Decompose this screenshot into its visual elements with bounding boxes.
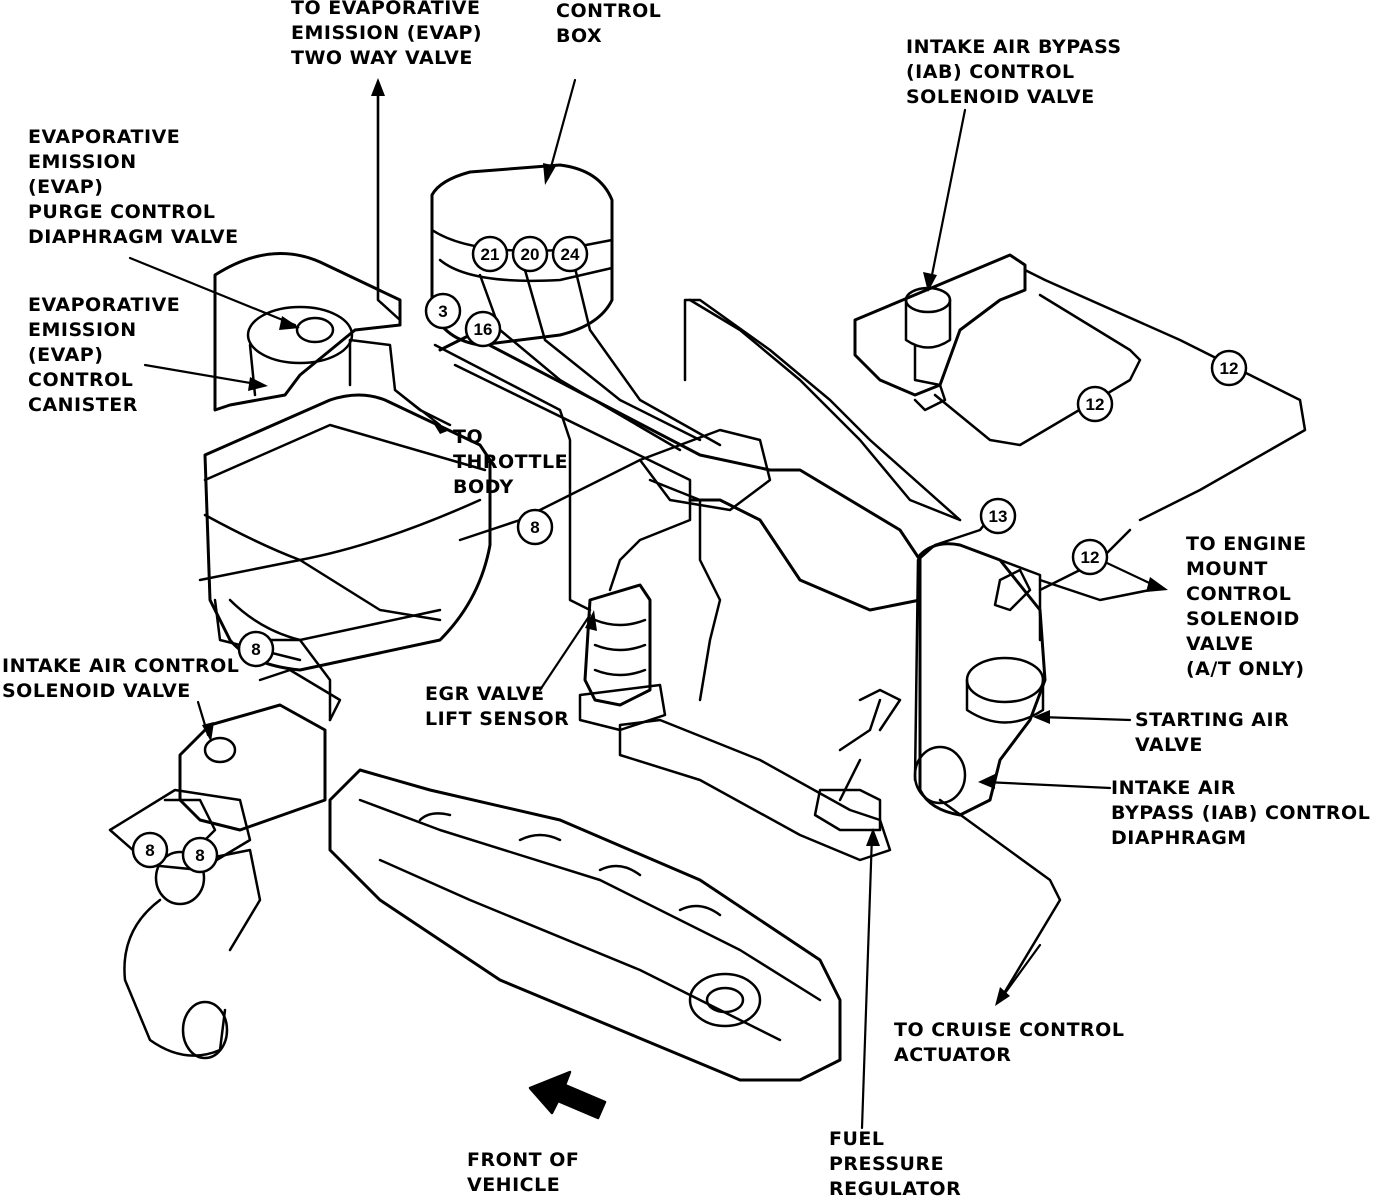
hose-tag	[511, 235, 549, 273]
label-line: INTAKE AIR BYPASS	[906, 36, 1122, 58]
hose-tag-label: 8	[530, 518, 539, 537]
hose-tag-label: 8	[195, 846, 204, 865]
hose-tag	[131, 831, 169, 869]
hose-tag	[1076, 385, 1114, 423]
hose-tag	[551, 235, 589, 273]
hose-tag-label: 24	[561, 245, 580, 264]
hose-tag-label: 12	[1086, 395, 1105, 414]
label-engine-mount-solenoid: TO ENGINE MOUNT CONTROL SOLENOID VALVE (…	[1186, 532, 1307, 682]
hose-tag-label: 12	[1220, 359, 1239, 378]
label-line: EVAPORATIVE	[28, 294, 181, 316]
label-line: MOUNT	[1186, 558, 1268, 580]
label-line: (IAB) CONTROL	[906, 61, 1075, 83]
hose-tag	[1210, 349, 1248, 387]
hose-tag-label: 20	[521, 245, 540, 264]
leader-lines	[128, 78, 1162, 1130]
label-line: PURGE CONTROL	[28, 201, 216, 223]
hose-tag	[237, 630, 275, 668]
label-line: BYPASS (IAB) CONTROL	[1111, 802, 1371, 824]
hose-tag	[424, 292, 462, 330]
label-line: EMISSION	[28, 151, 137, 173]
label-line: CANISTER	[28, 394, 138, 416]
hose-tag	[1071, 538, 1109, 576]
label-iab-diaphragm: INTAKE AIR BYPASS (IAB) CONTROL DIAPHRAG…	[1111, 776, 1370, 851]
hose-tag-label: 16	[474, 320, 493, 339]
label-line: (A/T ONLY)	[1186, 658, 1305, 680]
label-line: REGULATOR	[829, 1178, 962, 1200]
label-line: TO CRUISE CONTROL	[894, 1019, 1125, 1041]
hose-tag-label: 8	[145, 841, 154, 860]
label-line: SOLENOID VALVE	[906, 86, 1095, 108]
evap-canister-shape	[213, 252, 402, 412]
right-assembly-shape	[913, 542, 1047, 817]
fuel-rail-shape	[618, 688, 902, 862]
label-front-of-vehicle: FRONT OF VEHICLE	[467, 1148, 579, 1198]
label-fuel-pressure-regulator: FUEL PRESSURE REGULATOR	[829, 1127, 961, 1202]
label-line: (EVAP)	[28, 176, 104, 198]
front-arrow-icon	[528, 1070, 607, 1120]
label-line: LIFT SENSOR	[425, 708, 570, 730]
valve-cover-shape	[328, 768, 842, 1082]
label-evap-canister: EVAPORATIVE EMISSION (EVAP) CONTROL CANI…	[28, 293, 180, 418]
label-intake-air-control-solenoid: INTAKE AIR CONTROL SOLENOID VALVE	[2, 654, 239, 704]
hose-tag	[464, 310, 502, 348]
label-cruise-control-actuator: TO CRUISE CONTROL ACTUATOR	[894, 1018, 1124, 1068]
hose-tag-label: 21	[481, 245, 500, 264]
label-line: VALVE	[1135, 734, 1203, 756]
label-line: DIAPHRAGM	[1111, 827, 1247, 849]
label-line: BOX	[556, 25, 603, 47]
label-line: BODY	[453, 476, 514, 498]
label-line: INTAKE AIR	[1111, 777, 1236, 799]
label-line: TO ENGINE	[1186, 533, 1307, 555]
label-line: TWO WAY VALVE	[291, 47, 473, 69]
label-line: CONTROL	[28, 369, 134, 391]
label-line: (EVAP)	[28, 344, 104, 366]
label-line: INTAKE AIR CONTROL	[2, 655, 240, 677]
label-line: PRESSURE	[829, 1153, 945, 1175]
label-evap-two-way-valve: TO EVAPORATIVE EMISSION (EVAP) TWO WAY V…	[291, 0, 482, 71]
label-line: SOLENOID VALVE	[2, 680, 191, 702]
label-line: FUEL	[829, 1128, 885, 1150]
label-line: STARTING AIR	[1135, 709, 1290, 731]
label-starting-air-valve: STARTING AIR VALVE	[1135, 708, 1289, 758]
hose-tag-label: 3	[438, 302, 447, 321]
intake-tube-shape	[123, 848, 262, 1060]
hose-tag-label: 8	[251, 640, 260, 659]
arrow-heads	[202, 78, 1168, 1006]
label-to-throttle-body: TO THROTTLE BODY	[453, 425, 568, 500]
hose-tag-label: 13	[989, 507, 1008, 526]
label-line: EMISSION	[28, 319, 137, 341]
label-control-box: CONTROL BOX	[556, 0, 661, 49]
hose-tag	[181, 836, 219, 874]
label-line: THROTTLE	[453, 451, 569, 473]
iab-solenoid-shape	[853, 253, 1027, 412]
hose-tag	[471, 235, 509, 273]
label-line: EGR VALVE	[425, 683, 545, 705]
hose-tag	[516, 508, 554, 546]
label-line: SOLENOID	[1186, 608, 1300, 630]
label-line: TO	[453, 426, 484, 448]
label-line: EVAPORATIVE	[28, 126, 181, 148]
hose-tag-label: 12	[1081, 548, 1100, 567]
label-line: EMISSION (EVAP)	[291, 22, 483, 44]
label-line: CONTROL	[556, 0, 662, 22]
label-line: TO EVAPORATIVE	[291, 0, 481, 19]
hose-tag	[979, 497, 1017, 535]
label-line: ACTUATOR	[894, 1044, 1012, 1066]
label-line: CONTROL	[1186, 583, 1292, 605]
label-line: VALVE	[1186, 633, 1254, 655]
label-line: FRONT OF	[467, 1149, 580, 1171]
label-iab-solenoid-valve: INTAKE AIR BYPASS (IAB) CONTROL SOLENOID…	[906, 35, 1122, 110]
label-egr-lift-sensor: EGR VALVE LIFT SENSOR	[425, 682, 569, 732]
label-evap-purge-valve: EVAPORATIVE EMISSION (EVAP) PURGE CONTRO…	[28, 125, 239, 250]
label-line: VEHICLE	[467, 1174, 561, 1196]
label-line: DIAPHRAGM VALVE	[28, 226, 239, 248]
